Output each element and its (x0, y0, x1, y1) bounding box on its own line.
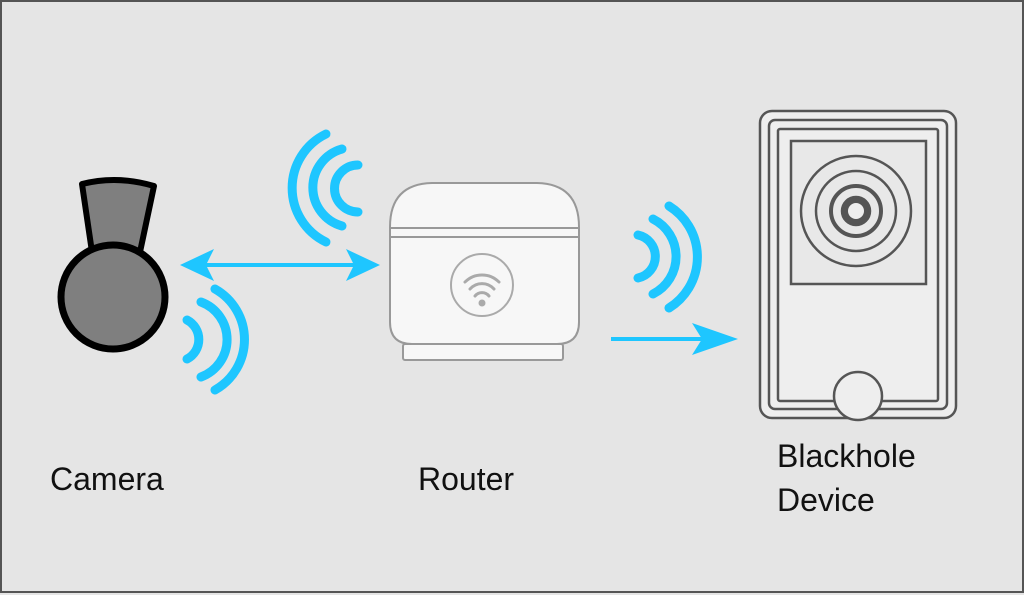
device-signal-waves (633, 201, 702, 313)
router-label: Router (418, 461, 515, 497)
router-body (389, 182, 580, 345)
blackhole-label-line2: Device (777, 482, 875, 518)
router-base (402, 343, 564, 361)
camera-mount (79, 176, 157, 255)
device-lens-icon (799, 154, 913, 268)
camera-signal-waves (182, 284, 249, 395)
one-way-arrow (611, 323, 738, 355)
blackhole-label-line1: Blackhole (777, 438, 916, 474)
camera-icon (57, 176, 169, 353)
camera-label: Camera (50, 461, 164, 497)
router-signal-waves (287, 129, 363, 247)
camera-lens-body (57, 241, 169, 353)
bidirectional-arrow (180, 249, 380, 281)
router-icon (389, 182, 580, 361)
wifi-icon (450, 253, 514, 317)
blackhole-device-icon (758, 109, 958, 422)
device-button (832, 370, 884, 422)
blackhole-device-label: Blackhole Device (777, 434, 916, 522)
